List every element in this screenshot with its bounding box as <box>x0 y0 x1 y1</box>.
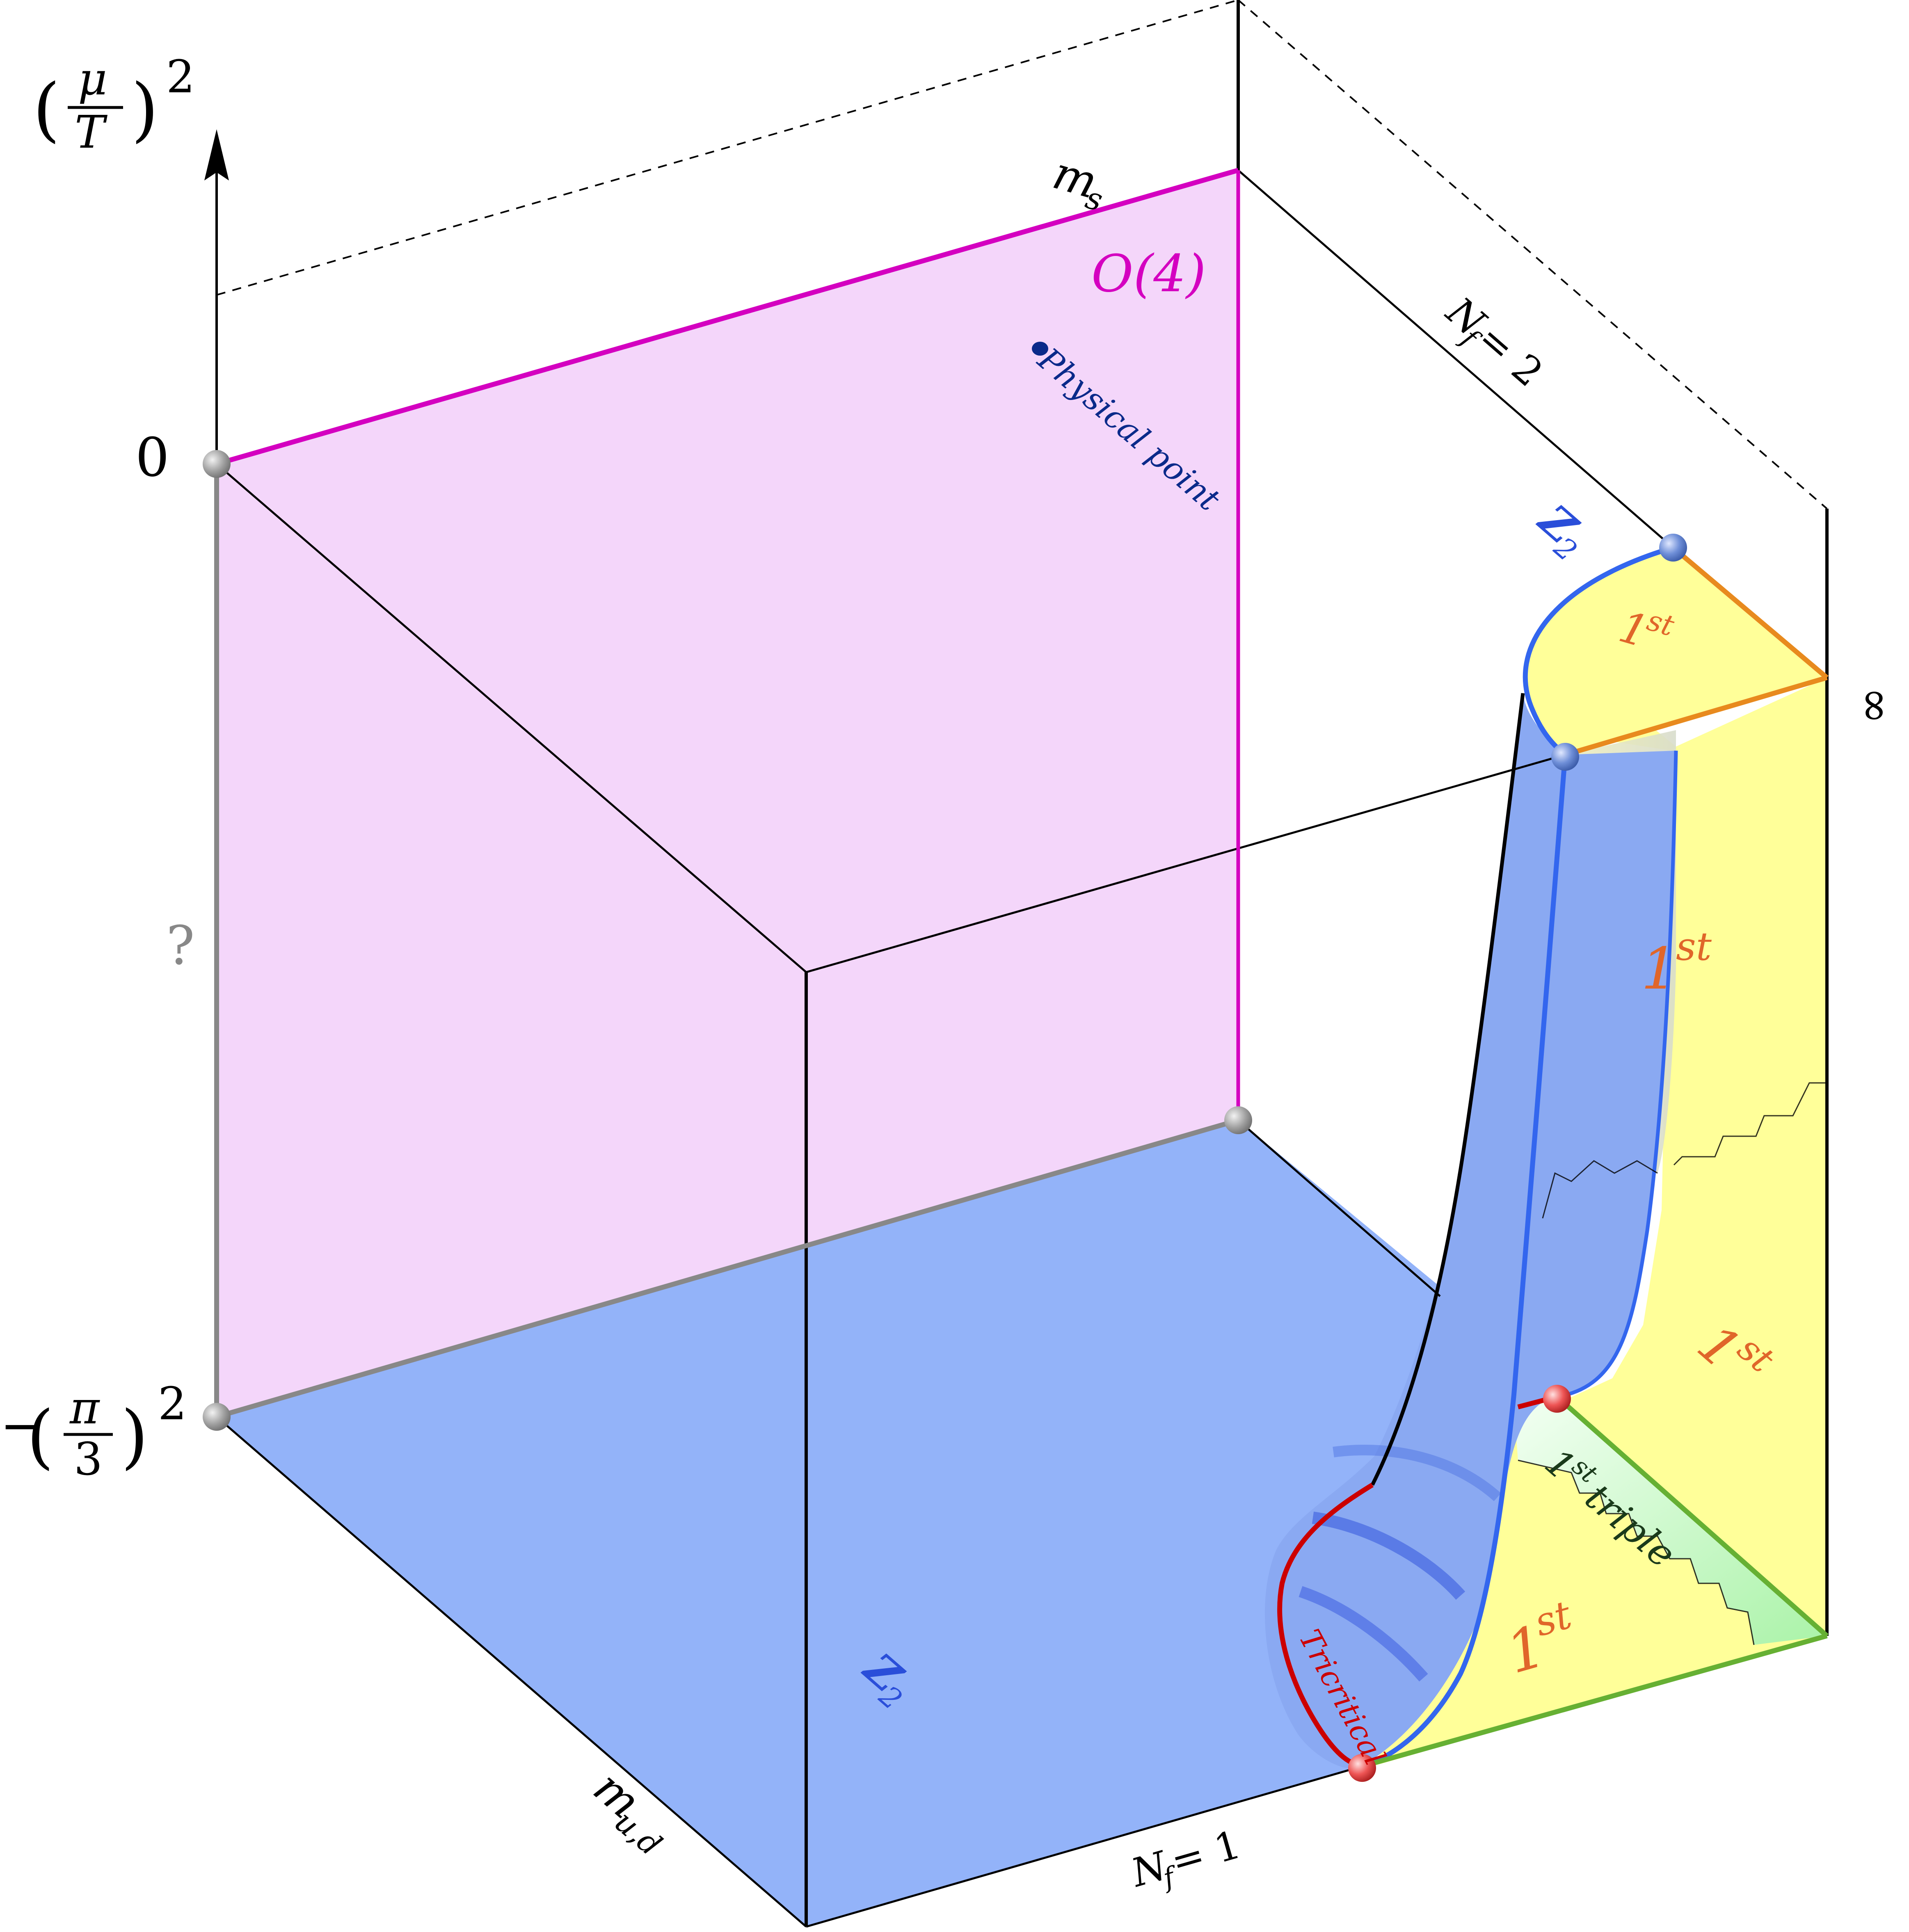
gray-ball-top <box>203 450 231 478</box>
pink-face <box>217 170 1238 1417</box>
svg-text:(: ( <box>33 69 60 150</box>
tick-bottom-minus: − <box>0 1394 45 1457</box>
first-mid-base: 1 <box>1641 936 1678 1003</box>
staircase-triple <box>1518 1459 1755 1645</box>
nf2-label: N f = 2 <box>1437 288 1551 396</box>
nf1-label: N f = 1 <box>1126 1822 1246 1896</box>
triple-region <box>1514 1397 1827 1645</box>
nf1-edge-line <box>806 1765 1363 1928</box>
ripple-band <box>1312 1512 1465 1600</box>
sheet-back-edge <box>1370 693 1525 1486</box>
gray-ball-bottom <box>203 1403 231 1431</box>
nf1-eq: = 1 <box>1166 1822 1246 1885</box>
first-mid-label: 1 st <box>1641 924 1712 1003</box>
inner-top <box>806 754 1566 973</box>
ripple-band <box>1299 1586 1428 1682</box>
blue-bottom-face <box>217 1120 1456 1927</box>
y-title-exp: 2 <box>166 50 195 103</box>
red-ball-bottom <box>1348 1754 1376 1782</box>
z2-right-curve <box>1557 750 1678 1399</box>
blue-ball-mid <box>1551 743 1579 771</box>
y-axis-title: ( μ T ) 2 <box>33 50 195 158</box>
ripple-band <box>1333 1444 1501 1501</box>
mud-edge-line <box>216 1416 807 1927</box>
question-mark: ? <box>166 914 195 977</box>
y-title-den: T <box>75 106 108 158</box>
bottom-diag <box>1237 1119 1441 1297</box>
diag-top <box>216 463 807 973</box>
tricritical-curve <box>1277 1482 1374 1769</box>
physical-point-dot <box>1032 342 1048 356</box>
y-title-num: μ <box>78 53 107 105</box>
tick-bottom-exp: 2 <box>158 1377 187 1430</box>
dashed-top-right <box>1237 0 1828 509</box>
orange-top-edge <box>1671 546 1829 680</box>
infinity-text: ∞ <box>1850 687 1902 724</box>
orange-mid-edge <box>1564 675 1828 757</box>
gray-ball-back <box>1224 1106 1252 1134</box>
red-ball-mid <box>1543 1385 1571 1413</box>
svg-text:): ) <box>131 69 158 150</box>
svg-text:): ) <box>121 1396 148 1477</box>
staircase-upper <box>1673 1082 1827 1166</box>
yellow-top-cap <box>1525 548 1827 755</box>
tick-bottom: − ( π 3 ) 2 <box>0 1377 187 1485</box>
green-bottom-edge <box>1361 1633 1828 1769</box>
blue-ball-top <box>1659 534 1687 562</box>
tick-bottom-den: 3 <box>74 1433 103 1485</box>
y-axis-arrowhead <box>204 129 229 180</box>
o4-label: O(4) <box>1091 244 1206 304</box>
gray-bottom-edge <box>216 1118 1239 1419</box>
yellow-right-face <box>1372 634 1827 1766</box>
infinity-label: ∞ <box>1850 687 1902 724</box>
svg-text:(: ( <box>27 1396 54 1477</box>
o4-top-edge <box>216 168 1239 466</box>
tick-zero: 0 <box>135 426 169 489</box>
dashed-top-left <box>216 0 1239 296</box>
z2-front-curve <box>1357 754 1568 1770</box>
first-bottom-label: 1 st <box>1499 1592 1577 1687</box>
z2-top-curve <box>1523 545 1674 757</box>
z2-sheet <box>1264 693 1676 1769</box>
first-mid-sup: st <box>1676 924 1712 969</box>
staircase-lower <box>1542 1160 1658 1219</box>
nf2-edge-line <box>1237 169 1674 548</box>
green-diag-edge <box>1555 1395 1829 1638</box>
z2-top-label: Z 2 <box>1529 493 1588 568</box>
tick-bottom-num: π <box>69 1382 100 1434</box>
